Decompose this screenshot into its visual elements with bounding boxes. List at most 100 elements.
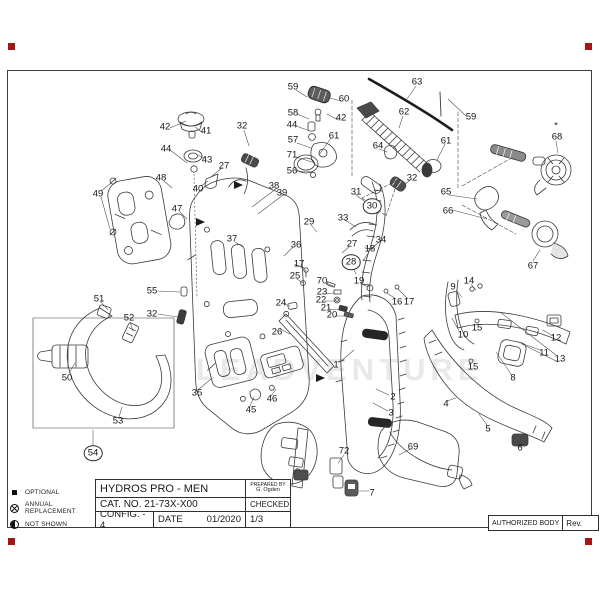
callout-42: 42 bbox=[159, 121, 171, 133]
callout-25: 25 bbox=[289, 270, 301, 282]
title-block: HYDROS PRO - MEN PREPARED BY G. Ogden CA… bbox=[95, 479, 291, 528]
callout-6: 6 bbox=[517, 442, 523, 454]
corner-mark-bottom-right bbox=[585, 538, 592, 545]
sheet-number: 1/3 bbox=[250, 514, 264, 525]
callout-47: 47 bbox=[171, 203, 183, 215]
callout-48: 48 bbox=[155, 172, 167, 184]
callout-20: 20 bbox=[326, 309, 338, 321]
callout-16: 16 bbox=[391, 296, 403, 308]
callout-50: 50 bbox=[61, 372, 73, 384]
callout-56: 56 bbox=[286, 165, 298, 177]
callout-14: 14 bbox=[463, 275, 475, 287]
callout-34: 34 bbox=[375, 234, 387, 246]
prepared-by-cell: PREPARED BY G. Ogden bbox=[246, 480, 290, 497]
callout-15: 15 bbox=[467, 361, 479, 373]
legend-label: NOT SHOWN bbox=[25, 520, 68, 528]
callout-71: 71 bbox=[286, 149, 298, 161]
callout-22: 22 bbox=[315, 294, 327, 306]
callout-32: 32 bbox=[406, 172, 418, 184]
callout-19: 19 bbox=[353, 275, 365, 287]
callout-53: 53 bbox=[112, 415, 124, 427]
annual-replacement-circle-cross-icon bbox=[10, 503, 19, 513]
corner-mark-top-left bbox=[8, 43, 15, 50]
drawing-frame bbox=[7, 70, 592, 528]
callout-68: 68 bbox=[551, 131, 563, 143]
callout-4: 4 bbox=[443, 398, 449, 410]
callout-51: 51 bbox=[93, 293, 105, 305]
callout-30: 30 bbox=[362, 198, 382, 214]
callout-31: 31 bbox=[350, 186, 362, 198]
corner-mark-bottom-left bbox=[8, 538, 15, 545]
callout-29: 29 bbox=[303, 216, 315, 228]
legend-label: ANNUAL REPLACEMENT bbox=[25, 501, 76, 515]
callout-35: 35 bbox=[191, 387, 203, 399]
callout-69: 69 bbox=[407, 441, 419, 453]
callout-41: 41 bbox=[200, 125, 212, 137]
callout-7: 7 bbox=[369, 487, 375, 499]
callout-32: 32 bbox=[146, 308, 158, 320]
callout-54: 54 bbox=[83, 445, 103, 461]
callout-49: 49 bbox=[92, 188, 104, 200]
callout-42: 42 bbox=[335, 112, 347, 124]
callout-39: 39 bbox=[276, 187, 288, 199]
callout-33: 33 bbox=[337, 212, 349, 224]
callout-27: 27 bbox=[218, 160, 230, 172]
callout-17: 17 bbox=[403, 296, 415, 308]
callout-17: 17 bbox=[293, 258, 305, 270]
product-title: HYDROS PRO - MEN bbox=[96, 480, 246, 497]
callout-57: 57 bbox=[287, 134, 299, 146]
callout-67: 67 bbox=[527, 260, 539, 272]
legend-row-optional: OPTIONAL bbox=[10, 484, 94, 500]
date-value: 01/2020 bbox=[206, 514, 241, 525]
callout-9: 9 bbox=[450, 281, 456, 293]
callout-37: 37 bbox=[226, 233, 238, 245]
authorized-body-block: AUTHORIZED BODY Rev. bbox=[488, 515, 600, 531]
callout-36: 36 bbox=[290, 239, 302, 251]
legend-row-annual-replacement: ANNUAL REPLACEMENT bbox=[10, 500, 94, 516]
legend-row-not-shown: NOT SHOWN bbox=[10, 516, 94, 532]
callout-21: 21 bbox=[320, 302, 332, 314]
not-shown-half-circle-icon bbox=[10, 519, 19, 529]
corner-mark-top-right bbox=[585, 43, 592, 50]
callout-32: 32 bbox=[236, 120, 248, 132]
callout-64: 64 bbox=[372, 140, 384, 152]
callout-10: 10 bbox=[457, 329, 469, 341]
checked-label: CHECKED bbox=[250, 500, 290, 509]
callout-45: 45 bbox=[245, 404, 257, 416]
legend-label: OPTIONAL bbox=[25, 488, 60, 496]
callout-8: 8 bbox=[510, 372, 516, 384]
callout-44: 44 bbox=[160, 143, 172, 155]
callout-59: 59 bbox=[287, 81, 299, 93]
callout-24: 24 bbox=[275, 297, 287, 309]
callout-28: 28 bbox=[341, 254, 361, 270]
callout-58: 58 bbox=[287, 107, 299, 119]
callout-52: 52 bbox=[123, 312, 135, 324]
callout-*: * bbox=[554, 120, 558, 132]
prepared-by-value: G. Ogden bbox=[256, 487, 280, 494]
callout-27: 27 bbox=[346, 238, 358, 250]
callout-66: 66 bbox=[442, 205, 454, 217]
callout-55: 55 bbox=[146, 285, 158, 297]
callout-70: 70 bbox=[316, 275, 328, 287]
authorized-body-label: AUTHORIZED BODY bbox=[489, 516, 564, 530]
callout-61: 61 bbox=[440, 135, 452, 147]
callout-2: 2 bbox=[390, 391, 396, 403]
catalog-number: CAT. NO. 21-73X-X00 bbox=[96, 498, 246, 511]
callout-40: 40 bbox=[192, 183, 204, 195]
callout-60: 60 bbox=[338, 93, 350, 105]
callout-11: 11 bbox=[539, 347, 549, 359]
prepared-by-label: PREPARED BY bbox=[250, 481, 286, 488]
callout-5: 5 bbox=[485, 423, 491, 435]
date-label: DATE bbox=[158, 514, 183, 525]
callout-12: 12 bbox=[550, 332, 562, 344]
callout-46: 46 bbox=[266, 393, 278, 405]
callout-43: 43 bbox=[201, 154, 213, 166]
symbol-legend: OPTIONAL ANNUAL REPLACEMENT NOT SHOWN bbox=[10, 484, 94, 532]
callout-72: 72 bbox=[338, 445, 350, 457]
callout-18: 18 bbox=[364, 243, 376, 255]
callout-44: 44 bbox=[286, 119, 298, 131]
callout-15: 15 bbox=[471, 322, 483, 334]
